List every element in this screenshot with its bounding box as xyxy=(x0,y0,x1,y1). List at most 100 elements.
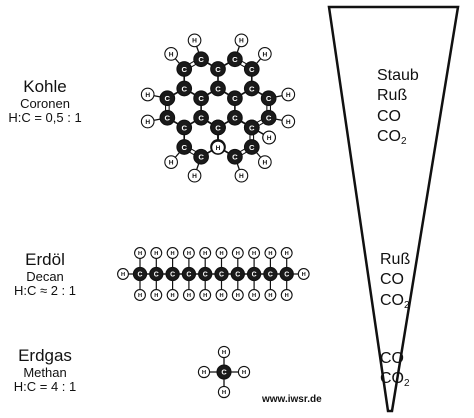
svg-text:C: C xyxy=(221,368,227,377)
svg-text:C: C xyxy=(170,272,175,279)
emission-item: CO xyxy=(377,107,401,125)
svg-text:H: H xyxy=(267,135,272,142)
svg-text:C: C xyxy=(284,272,289,279)
hydrogen-atom: H xyxy=(197,365,211,379)
svg-text:H: H xyxy=(302,272,306,278)
svg-text:H: H xyxy=(252,251,256,257)
hydrogen-atom: H xyxy=(182,289,195,301)
hydrogen-atom: H xyxy=(140,87,155,102)
svg-text:H: H xyxy=(171,251,175,257)
carbon-atom: C xyxy=(243,61,260,77)
hydrogen-atom: H xyxy=(281,87,296,102)
hydrogen-atom: H xyxy=(248,289,261,301)
funnel-outline xyxy=(327,5,460,413)
hydrogen-atom: H xyxy=(280,247,293,259)
carbon-atom: C xyxy=(193,90,209,107)
fuel-name: Erdöl xyxy=(25,250,65,269)
hydrogen-atom: H xyxy=(182,247,195,259)
carbon-atom: C xyxy=(193,148,209,165)
carbon-atom: C xyxy=(230,266,245,282)
svg-text:C: C xyxy=(215,84,221,93)
svg-text:H: H xyxy=(286,119,291,126)
carbon-atom: C xyxy=(159,90,176,107)
hydrogen-atom: H xyxy=(215,289,228,301)
svg-text:H: H xyxy=(171,293,175,299)
carbon-atom: C xyxy=(198,266,213,282)
carbon-atom: C xyxy=(260,109,277,126)
svg-text:H: H xyxy=(262,160,267,167)
hydrogen-atom: H xyxy=(164,47,178,61)
svg-text:H: H xyxy=(138,251,142,257)
hydrogen-atom: H xyxy=(166,247,179,259)
carbon-atom: C xyxy=(216,364,232,380)
svg-text:C: C xyxy=(232,153,238,162)
hydrogen-atom: H xyxy=(164,155,178,169)
svg-text:C: C xyxy=(249,123,255,132)
svg-text:C: C xyxy=(165,94,171,103)
svg-text:H: H xyxy=(138,293,142,299)
carbon-atom: C xyxy=(227,148,243,165)
hydrogen-atom: H xyxy=(166,289,179,301)
fuel-erdoel-label: Erdöl Decan H:C ≈ 2 : 1 xyxy=(2,250,88,299)
hydrogen-atom: H xyxy=(281,114,296,129)
hydrogen-atom: H xyxy=(150,247,163,259)
svg-text:H: H xyxy=(236,293,240,299)
carbon-atom: C xyxy=(176,61,193,77)
carbon-atom: C xyxy=(159,109,176,126)
svg-text:H: H xyxy=(202,370,206,376)
carbon-atom: C xyxy=(149,266,164,282)
hydrogen-atom: H xyxy=(217,345,231,359)
carbon-atom: C xyxy=(243,80,260,97)
fuel-erdgas-label: Erdgas Methan H:C = 4 : 1 xyxy=(2,346,88,395)
hydrogen-atom: H xyxy=(264,289,277,301)
svg-text:C: C xyxy=(232,114,238,123)
hydrogen-atom: H xyxy=(262,130,276,145)
hydrogen-atom: H xyxy=(234,33,249,48)
fuel-kohle-label: Kohle Coronen H:C = 0,5 : 1 xyxy=(2,77,88,126)
carbon-atom: C xyxy=(210,61,226,77)
hydrogen-atom: H xyxy=(258,47,272,61)
hydrogen-atom: H xyxy=(215,247,228,259)
svg-text:C: C xyxy=(203,272,208,279)
carbon-atom: C xyxy=(279,266,294,282)
svg-text:H: H xyxy=(239,173,244,180)
svg-text:C: C xyxy=(232,55,238,64)
emission-item: CO xyxy=(380,350,404,367)
hydrogen-atom: H xyxy=(217,385,231,399)
hydrogen-atom: H xyxy=(280,289,293,301)
svg-text:H: H xyxy=(286,92,291,99)
svg-text:H: H xyxy=(121,272,125,278)
svg-text:H: H xyxy=(239,38,244,45)
carbon-atom: C xyxy=(176,119,193,136)
svg-text:H: H xyxy=(242,370,246,376)
svg-text:C: C xyxy=(154,272,159,279)
svg-text:C: C xyxy=(235,272,240,279)
carbon-atom: C xyxy=(263,266,278,282)
hydrogen-atom: H xyxy=(211,140,225,155)
svg-text:H: H xyxy=(252,293,256,299)
svg-text:H: H xyxy=(268,251,272,257)
svg-text:C: C xyxy=(186,272,191,279)
svg-text:C: C xyxy=(252,272,257,279)
svg-text:H: H xyxy=(187,251,191,257)
carbon-atom: C xyxy=(210,80,226,97)
svg-text:H: H xyxy=(285,251,289,257)
carbon-atom: C xyxy=(243,119,260,136)
fuel-ratio: H:C = 0,5 : 1 xyxy=(8,110,82,126)
carbon-atom: C xyxy=(227,109,243,126)
svg-text:H: H xyxy=(192,173,197,180)
carbon-atom: C xyxy=(193,51,209,68)
svg-text:H: H xyxy=(203,251,207,257)
hydrogen-atom: H xyxy=(237,365,251,379)
carbon-atom: C xyxy=(176,139,193,155)
hydrogen-atom: H xyxy=(234,168,249,183)
svg-text:H: H xyxy=(203,293,207,299)
svg-text:C: C xyxy=(215,123,221,132)
svg-text:H: H xyxy=(154,293,158,299)
fuel-name: Kohle xyxy=(23,77,67,96)
